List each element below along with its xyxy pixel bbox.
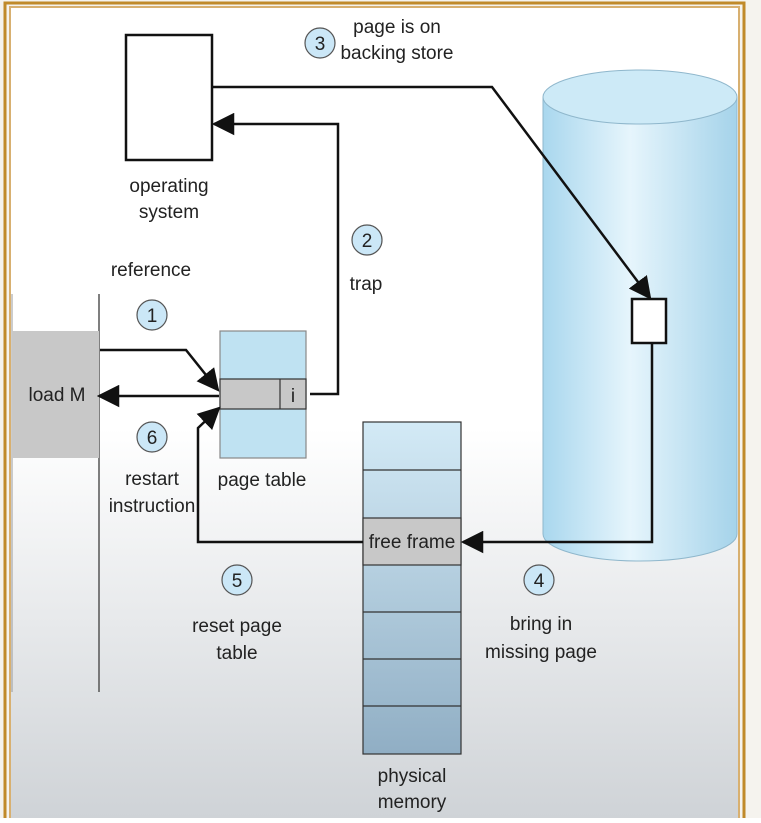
step-3-number: 3: [315, 34, 326, 55]
os-label-line1: operating: [129, 176, 208, 197]
operating-system-box: [124, 33, 214, 162]
bring-label-line1: bring in: [510, 614, 572, 635]
bring-label-line2: missing page: [485, 642, 597, 663]
step-3-label-line2: backing store: [340, 43, 453, 64]
reset-label-line1: reset page: [192, 616, 282, 637]
invalid-bit: i: [291, 386, 295, 407]
arrow-reset-page-table: [196, 406, 363, 544]
step-6-circle: [136, 421, 168, 453]
step-3-label-line1: page is on: [353, 17, 441, 38]
step-5-number: 5: [232, 571, 243, 592]
restart-label-line2: instruction: [109, 496, 196, 517]
page-table-entry: [219, 378, 307, 410]
reference-label: reference: [111, 260, 191, 281]
free-frame-label: free frame: [369, 532, 456, 553]
step-1-number: 1: [147, 306, 158, 327]
load-m-label: load M: [28, 385, 85, 406]
physical-memory-label-line2: memory: [378, 792, 447, 813]
arrow-bring-in-page: [460, 343, 654, 554]
missing-page-box: [630, 297, 668, 345]
arrow-page-on-backing-store: [212, 85, 652, 300]
load-m-block: [12, 331, 99, 458]
os-label-line2: system: [139, 202, 199, 223]
frame-border-inner: [9, 6, 740, 823]
step-4-number: 4: [534, 571, 545, 592]
step-3-circle: [304, 27, 336, 59]
reset-label-line2: table: [216, 643, 257, 664]
step-6-number: 6: [147, 428, 158, 449]
physical-memory-label-line1: physical: [378, 766, 447, 787]
page-table-label: page table: [218, 470, 307, 491]
physical-memory: [362, 421, 462, 755]
arrow-trap: [211, 112, 340, 396]
step-1-circle: [136, 299, 168, 331]
step-2-circle: [351, 224, 383, 256]
step-4-circle: [523, 564, 555, 596]
step-2-number: 2: [362, 231, 373, 252]
page-table: [219, 330, 307, 459]
arrow-reference: [100, 348, 220, 392]
step-5-circle: [221, 564, 253, 596]
trap-label: trap: [350, 274, 383, 295]
restart-label-line1: restart: [125, 469, 180, 490]
free-frame-slot: [362, 517, 462, 566]
